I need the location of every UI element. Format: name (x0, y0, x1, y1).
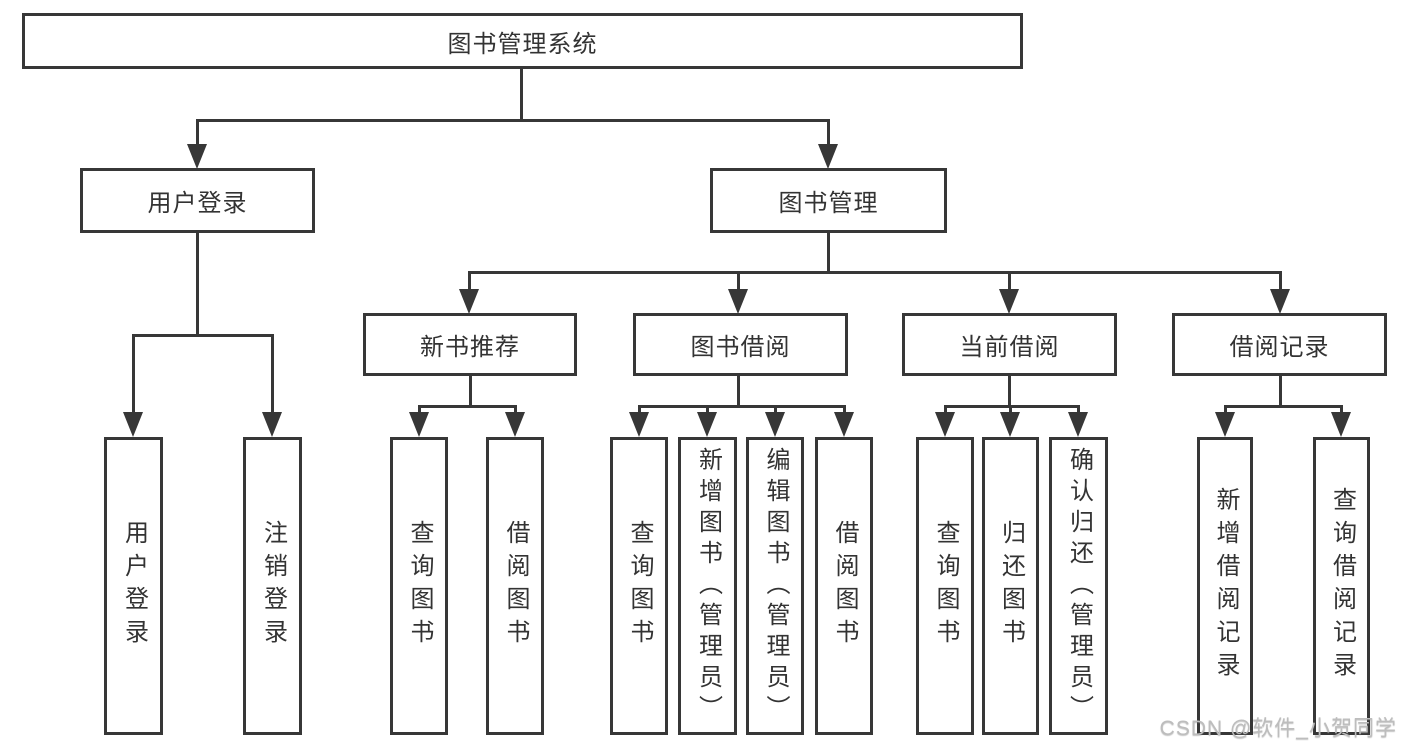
node-book-borrowing-label: 图书借阅 (690, 334, 791, 361)
arrow-down-icon (1068, 412, 1088, 437)
node-borrowing-records: 借阅记录 (1172, 313, 1387, 376)
connector-current-borrow-rail (944, 405, 1080, 408)
leaf-query-books-2: 查询图书 (610, 437, 668, 735)
leaf-borrow-books-2: 借阅图书 (815, 437, 873, 735)
connector-book-borrow-stem (737, 376, 740, 407)
leaf-query-books-3: 查询图书 (916, 437, 974, 735)
arrow-down-icon (505, 412, 525, 437)
arrow-down-icon (999, 289, 1019, 314)
arrow-down-icon (262, 412, 282, 437)
connector-drop (1279, 271, 1282, 291)
connector-drop (1009, 405, 1012, 415)
leaf-user-login: 用户登录 (104, 437, 163, 735)
leaf-add-books-admin-label: 新增图书（管理员） (694, 446, 722, 726)
arrow-down-icon (728, 289, 748, 314)
connector-book-mgmt-stem (827, 233, 830, 274)
leaf-edit-books-admin-label: 编辑图书（管理员） (762, 446, 789, 726)
node-book-borrowing: 图书借阅 (633, 313, 848, 376)
csdn-watermark: CSDN @软件_小贺同学 (1159, 717, 1397, 740)
connector-user-login-stem (196, 233, 199, 337)
node-user-login-label: 用户登录 (147, 190, 248, 217)
node-new-book-recommend-label: 新书推荐 (420, 334, 520, 361)
leaf-query-books-3-label: 查询图书 (932, 520, 959, 652)
connector-drop (514, 405, 517, 415)
leaf-add-books-admin: 新增图书（管理员） (678, 437, 737, 735)
node-current-borrowing: 当前借阅 (902, 313, 1117, 376)
node-new-book-recommend: 新书推荐 (363, 313, 577, 376)
arrow-down-icon (629, 412, 649, 437)
arrow-down-icon (187, 144, 207, 169)
leaf-query-borrow-record: 查询借阅记录 (1313, 437, 1370, 735)
connector-records-rail (1224, 405, 1343, 408)
connector-drop (1224, 405, 1227, 415)
leaf-query-books-2-label: 查询图书 (626, 520, 653, 652)
connector-book-borrow-rail (638, 405, 846, 408)
node-root: 图书管理系统 (22, 13, 1023, 69)
connector-user-login-rail (132, 334, 274, 337)
arrow-down-icon (697, 412, 717, 437)
connector-current-borrow-stem (1008, 376, 1011, 407)
arrow-down-icon (1000, 412, 1020, 437)
leaf-confirm-return-admin-label: 确认归还（管理员） (1065, 446, 1093, 726)
arrow-down-icon (818, 144, 838, 169)
connector-drop (271, 334, 274, 414)
leaf-borrow-books-1-label: 借阅图书 (502, 520, 529, 652)
connector-drop-user-login (196, 119, 199, 147)
connector-drop (1077, 405, 1080, 415)
leaf-add-borrow-record: 新增借阅记录 (1197, 437, 1253, 735)
node-book-management-label: 图书管理 (778, 190, 879, 217)
arrow-down-icon (765, 412, 785, 437)
leaf-borrow-books-2-label: 借阅图书 (831, 520, 858, 652)
arrow-down-icon (409, 412, 429, 437)
connector-drop (638, 405, 641, 415)
leaf-query-books-1: 查询图书 (390, 437, 448, 735)
node-root-label: 图书管理系统 (447, 30, 598, 58)
leaf-return-books: 归还图书 (982, 437, 1039, 735)
connector-new-book-rail (418, 405, 517, 408)
leaf-query-books-1-label: 查询图书 (406, 520, 433, 652)
connector-drop (737, 271, 740, 291)
connector-drop (418, 405, 421, 415)
connector-drop (1008, 271, 1011, 291)
leaf-query-borrow-record-label: 查询借阅记录 (1328, 487, 1356, 685)
connector-drop (944, 405, 947, 415)
connector-drop (1340, 405, 1343, 415)
arrow-down-icon (1270, 289, 1290, 314)
arrow-down-icon (1215, 412, 1235, 437)
connector-drop-book-mgmt (827, 119, 830, 147)
leaf-add-borrow-record-label: 新增借阅记录 (1212, 487, 1239, 685)
connector-root-stem (520, 69, 523, 119)
leaf-logout: 注销登录 (243, 437, 302, 735)
node-current-borrowing-label: 当前借阅 (959, 334, 1060, 361)
leaf-borrow-books-1: 借阅图书 (486, 437, 544, 735)
arrow-down-icon (459, 289, 479, 314)
leaf-logout-label: 注销登录 (259, 520, 287, 652)
leaf-return-books-label: 归还图书 (997, 520, 1025, 652)
connector-records-stem (1279, 376, 1282, 407)
node-book-management: 图书管理 (710, 168, 947, 233)
arrow-down-icon (935, 412, 955, 437)
arrow-down-icon (1331, 412, 1351, 437)
connector-drop (843, 405, 846, 415)
leaf-edit-books-admin: 编辑图书（管理员） (746, 437, 804, 735)
connector-drop (468, 271, 471, 291)
node-user-login: 用户登录 (80, 168, 315, 233)
connector-drop (706, 405, 709, 415)
connector-root-rail (196, 119, 830, 122)
node-borrowing-records-label: 借阅记录 (1229, 334, 1330, 361)
leaf-user-login-label: 用户登录 (120, 520, 148, 652)
leaf-confirm-return-admin: 确认归还（管理员） (1049, 437, 1108, 735)
connector-book-mgmt-rail (468, 271, 1282, 274)
arrow-down-icon (123, 412, 143, 437)
connector-new-book-stem (469, 376, 472, 407)
connector-drop (132, 334, 135, 414)
arrow-down-icon (834, 412, 854, 437)
connector-drop (774, 405, 777, 415)
